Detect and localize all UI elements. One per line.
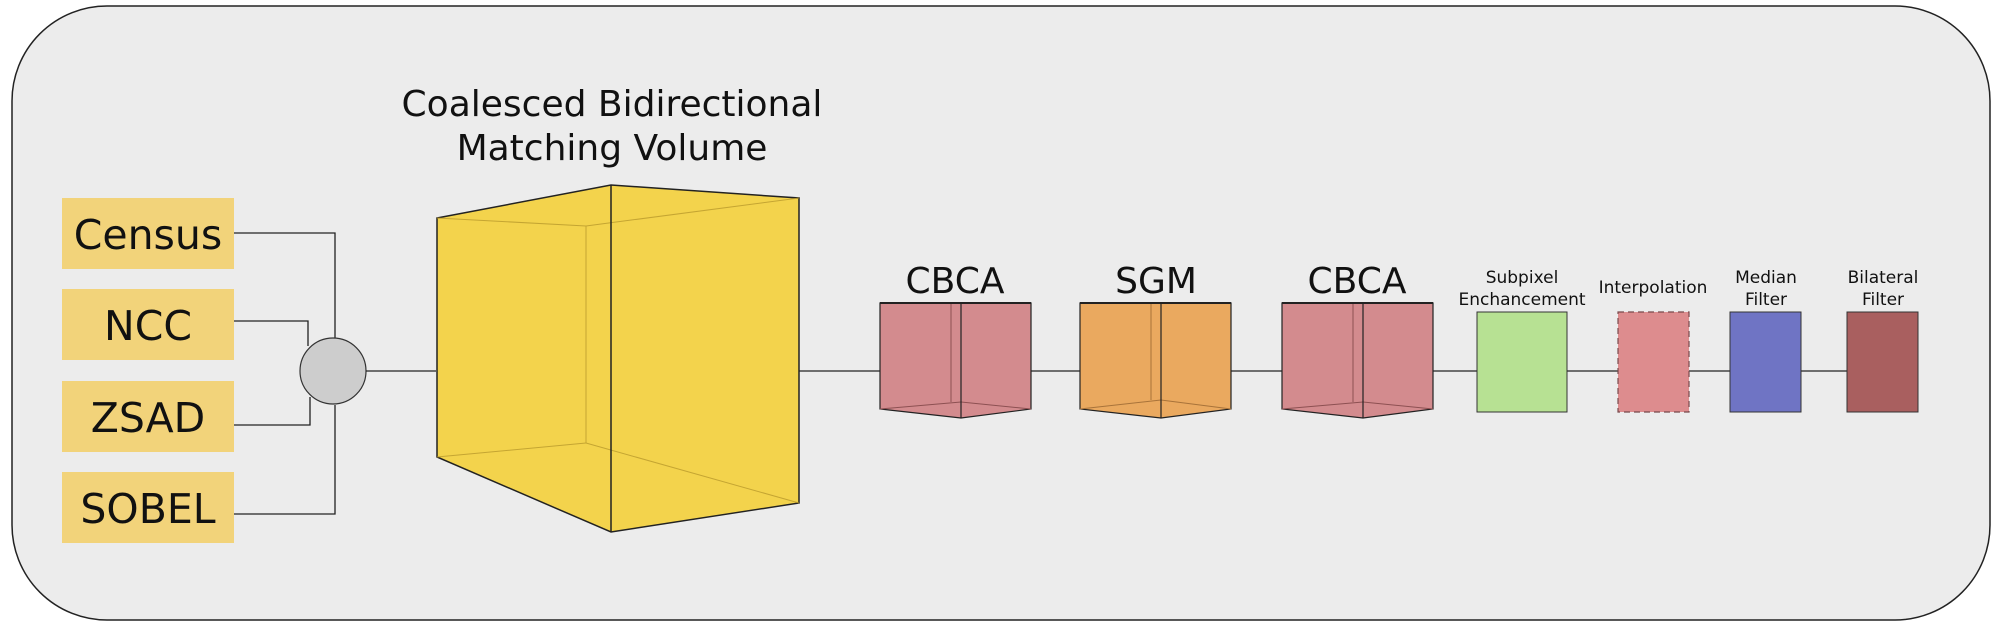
cbca2-label: CBCA: [1308, 261, 1407, 302]
bilateral-filter-block: [1846, 311, 1919, 413]
input-ncc: NCC: [62, 289, 234, 360]
median-label-line1: Median: [1735, 268, 1797, 288]
sgm-block: [1079, 302, 1232, 419]
matching-volume: [436, 184, 800, 533]
input-label-sobel: SOBEL: [80, 485, 215, 533]
interpolation-block: [1617, 311, 1690, 413]
cbca1-block: [879, 302, 1032, 419]
cbca1-label: CBCA: [906, 261, 1005, 302]
cbca2-block: [1281, 302, 1434, 419]
input-label-ncc: NCC: [104, 302, 192, 350]
input-connectors: [234, 232, 336, 515]
input-label-census: Census: [74, 211, 223, 259]
input-label-zsad: ZSAD: [91, 394, 206, 442]
sgm-label: SGM: [1115, 261, 1197, 302]
interpolation-label: Interpolation: [1599, 278, 1708, 298]
subpixel-label-line2: Enchancement: [1458, 290, 1585, 310]
bilateral-label-line1: Bilateral: [1848, 268, 1919, 288]
merge-node: [299, 337, 367, 405]
subpixel-label-line1: Subpixel: [1486, 268, 1559, 288]
input-zsad: ZSAD: [62, 381, 234, 452]
volume-title-line2: Matching Volume: [457, 128, 768, 169]
subpixel-block: [1476, 311, 1568, 413]
volume-title-line1: Coalesced Bidirectional: [402, 84, 823, 125]
input-sobel: SOBEL: [62, 472, 234, 543]
median-label-line2: Filter: [1745, 290, 1787, 310]
bilateral-label-line2: Filter: [1862, 290, 1904, 310]
median-filter-block: [1729, 311, 1802, 413]
input-census: Census: [62, 198, 234, 269]
